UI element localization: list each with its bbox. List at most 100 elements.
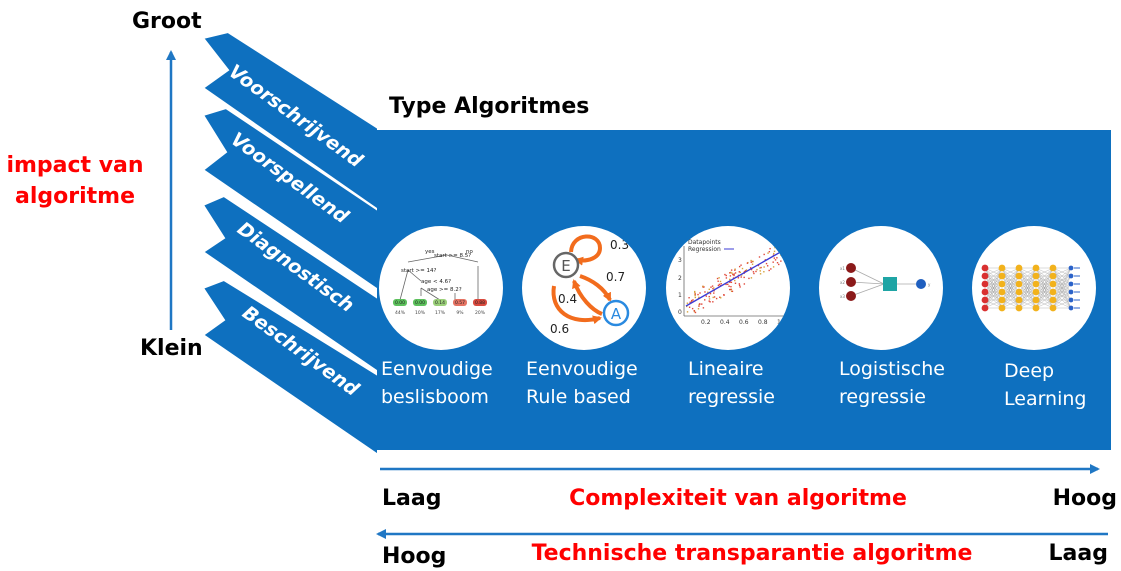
nn-node [1015,264,1023,272]
transparency-title: Technische transparantie algoritme [532,541,973,566]
regression-point [708,300,710,302]
regression-point [734,269,736,271]
regression-point [694,311,697,314]
tree-leaf-pct: 10% [415,310,426,316]
transparency-left-label: Hoog [382,544,446,569]
regression-point [765,262,768,265]
reg-ytick-1: 1 [678,292,682,299]
regression-point [773,252,775,255]
nn-node [998,264,1006,272]
regression-point [694,293,696,295]
regression-point [730,288,732,291]
regression-point [705,295,708,297]
regression-point [764,259,767,261]
regression-point [704,291,706,293]
regression-point [712,301,714,303]
regression-point [724,273,726,276]
regression-point [780,260,782,262]
regression-plot-icon: 3 2 1 0 0.2 0.4 0.6 0.8 1.0 Datapoints R… [666,226,790,350]
tree-leaf-pct: 20% [475,310,486,316]
rule-weight-07: 0.7 [606,270,625,284]
nn-node [998,272,1006,280]
regression-point [776,257,778,259]
tree-leaf-value: 0.00 [395,300,405,306]
nn-node [1015,272,1023,280]
tree-mid2-label: age >= 8.2? [427,287,462,293]
regression-point [755,270,757,273]
nn-node [1032,288,1040,296]
regression-point [708,298,711,300]
logit-label-y: y [928,282,931,287]
regression-point [717,284,720,287]
regression-point [750,261,752,263]
regression-point [718,277,720,279]
tree-no-tag: no [466,249,473,255]
regression-point [759,267,761,269]
regression-point [694,290,696,293]
algo-5-line1: Deep [1004,360,1054,382]
regression-point [748,277,750,280]
regression-point [709,292,712,295]
regression-point [750,259,752,262]
complexity-left-label: Laag [382,486,441,511]
nn-node [1049,264,1057,272]
nn-node [998,304,1006,312]
regression-point [773,257,776,259]
regression-point [694,291,696,294]
nn-node [1068,289,1074,295]
nn-node [981,272,989,280]
nn-node [1015,304,1023,312]
algo-4-line2: regressie [839,386,926,408]
regression-point [752,260,754,263]
axis-bottom-label: Klein [140,336,203,361]
regression-point [727,283,729,286]
regression-point [731,290,734,293]
regression-point [745,269,748,271]
regression-point [772,266,775,268]
rule-node-e: E [561,257,570,275]
regression-point [739,286,741,288]
regression-point [709,301,711,303]
regression-point [718,283,721,286]
reg-ytick-2: 2 [678,275,682,282]
regression-point [743,271,746,273]
regression-point [768,269,770,272]
nn-node [998,296,1006,304]
reg-xtick-4: 0.8 [758,319,768,326]
regression-point [760,266,762,269]
regression-point [701,303,703,305]
nn-node [1032,272,1040,280]
reg-legend-line: Regression [688,246,721,253]
algo-1-line1: Eenvoudige [381,358,493,380]
axis-title-line2: algoritme [15,184,135,209]
regression-point [733,273,735,275]
regression-point [738,265,741,268]
algo-2-line1: Eenvoudige [526,358,638,380]
regression-point [720,283,722,285]
tree-leaf-value: 0.57 [455,300,465,306]
regression-point [776,262,779,264]
regression-point [719,280,722,283]
nn-node [1049,296,1057,304]
tree-leaf-value: 0.88 [475,300,485,306]
nn-node [1015,296,1023,304]
algo-1-line2: beslisboom [381,386,489,408]
regression-point [734,272,737,274]
reg-xtick-2: 0.4 [720,319,730,326]
regression-point [763,271,765,273]
regression-point [723,294,725,296]
nn-node [981,280,989,288]
rule-node-a: A [611,305,622,323]
regression-point [730,269,733,271]
tree-leaf: 0.579% [453,299,467,316]
regression-point [704,299,706,301]
regression-point [738,283,741,285]
tree-left-label: start >= 14? [401,268,437,274]
logit-label-x1: x1 [840,266,845,271]
nn-node [1068,305,1074,311]
algo-3-line1: Lineaire [688,358,764,380]
regression-point [774,246,776,249]
regression-point [746,262,749,264]
